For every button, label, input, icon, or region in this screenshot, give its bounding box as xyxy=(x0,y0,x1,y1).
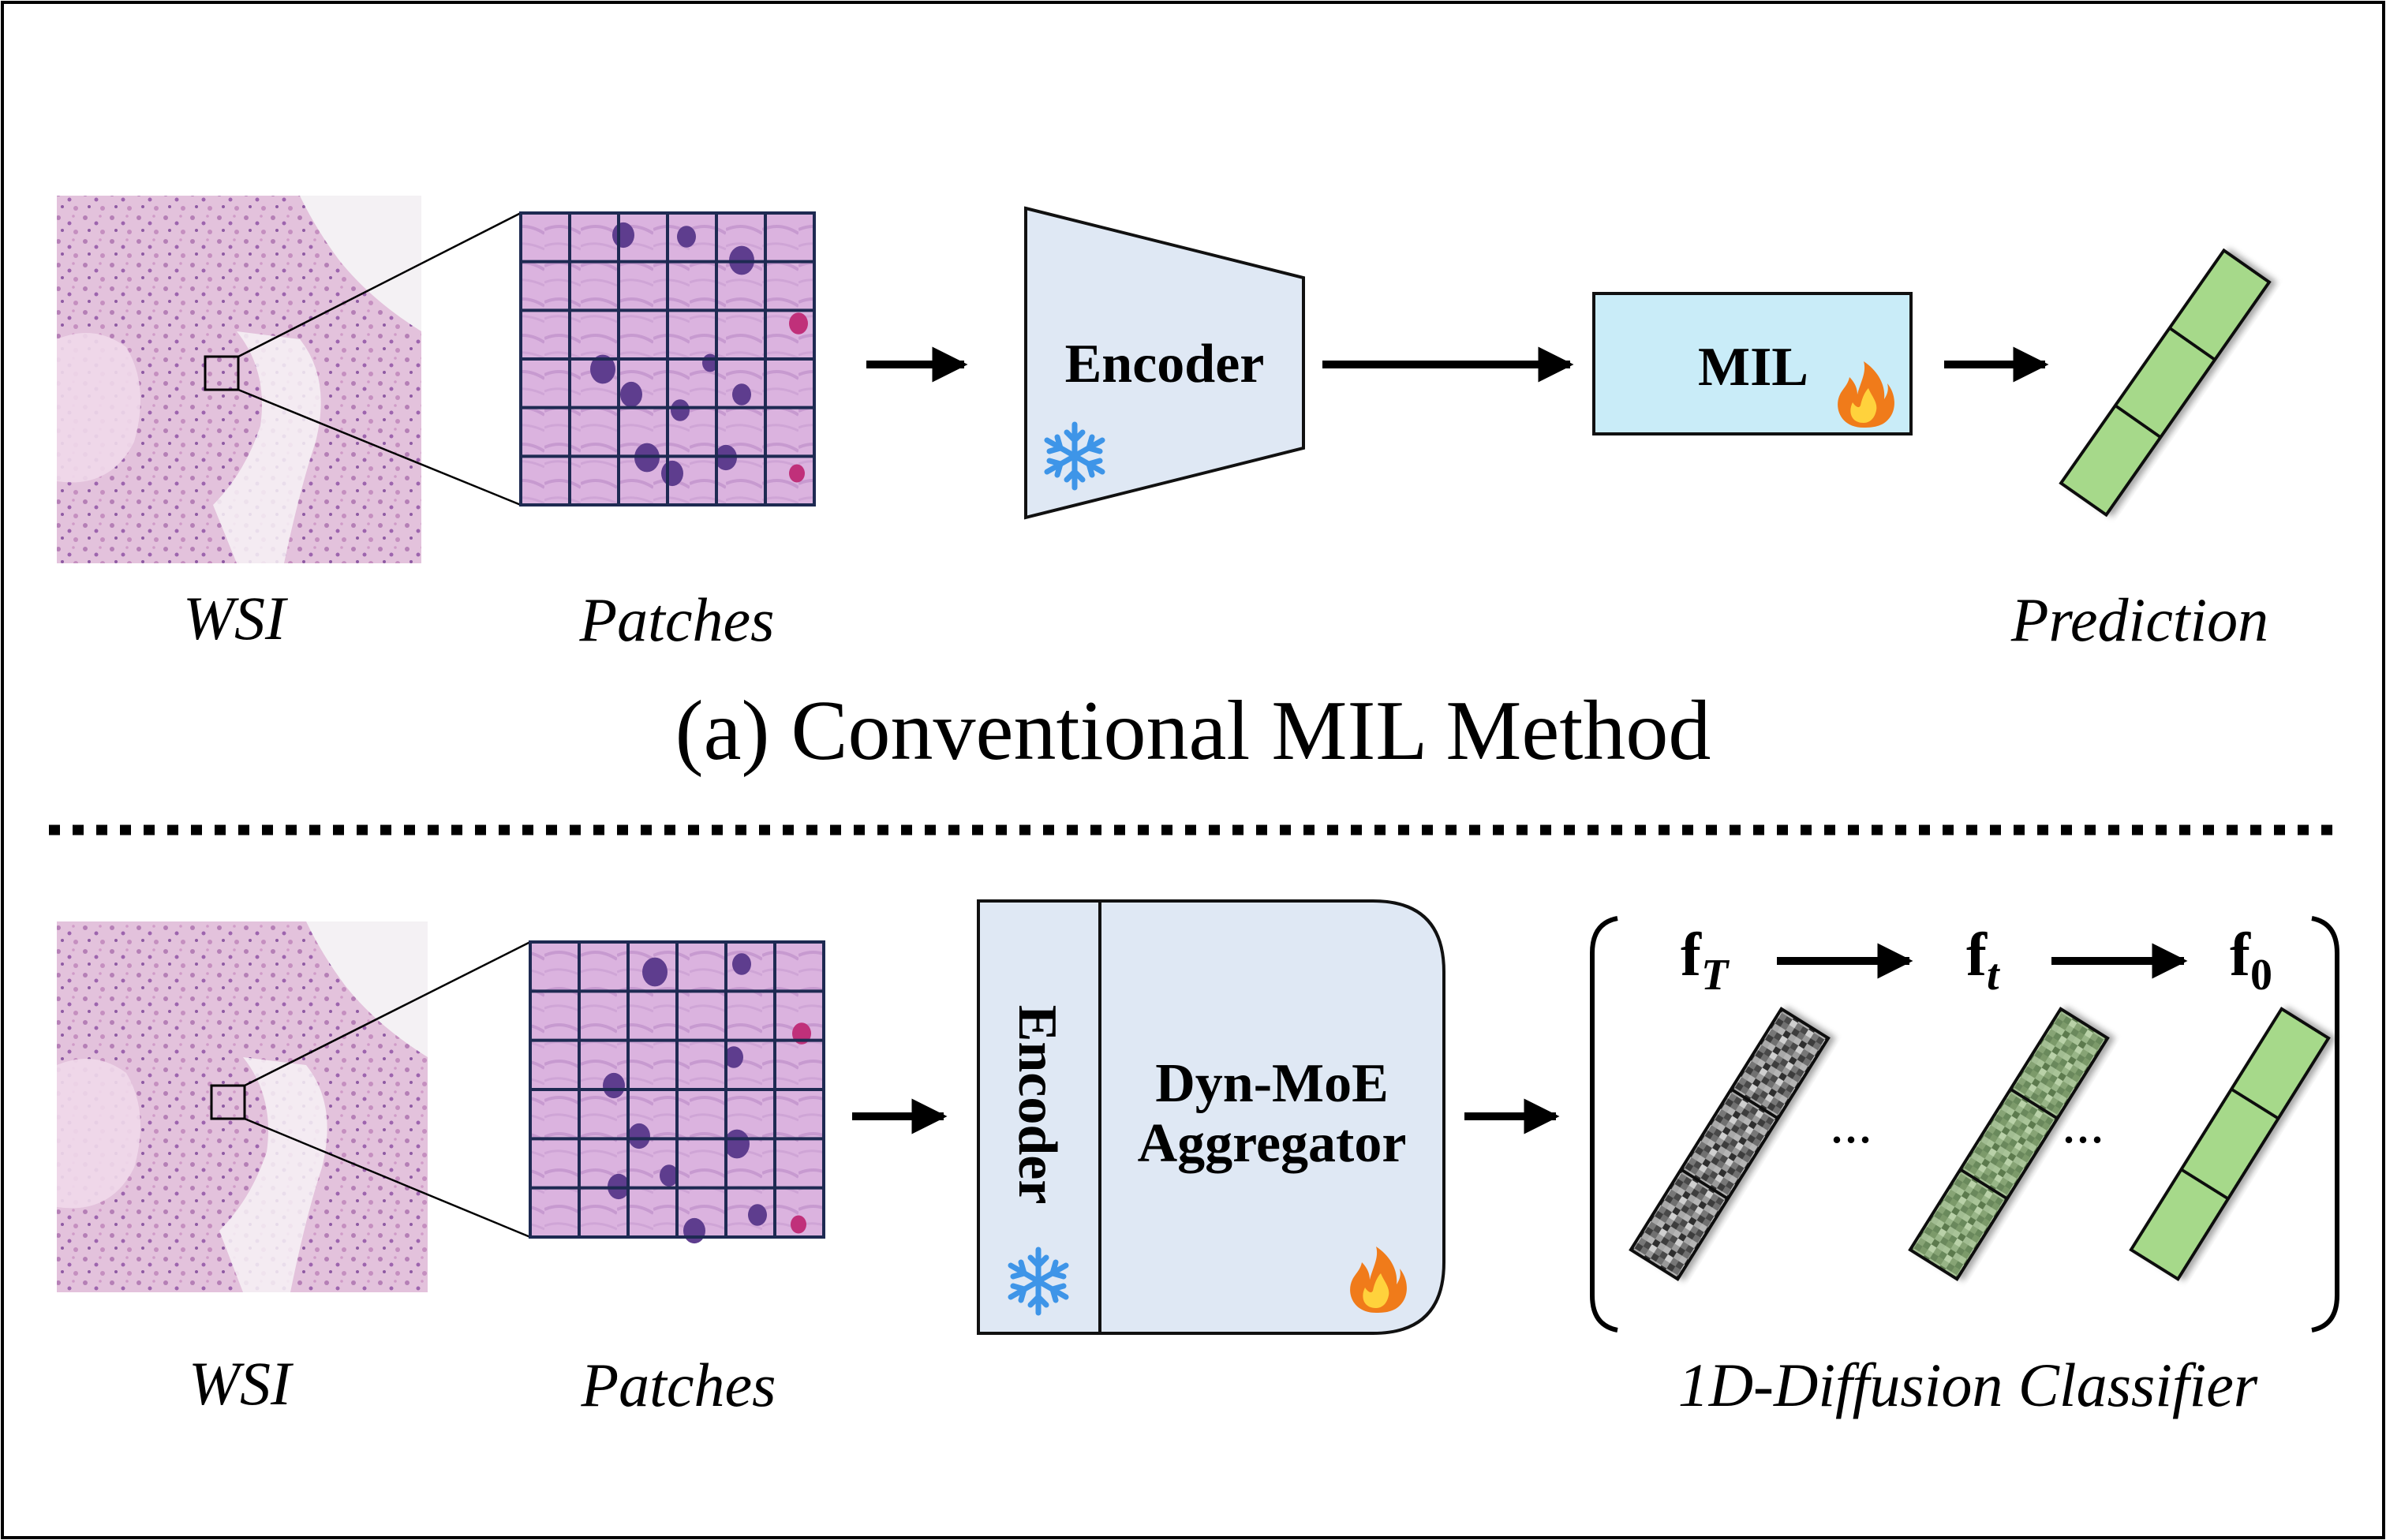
nucleus xyxy=(660,1164,679,1187)
nucleus xyxy=(789,312,808,335)
vector-f-t xyxy=(1908,1007,2110,1281)
ellipsis-1: ... xyxy=(1830,1092,1872,1155)
f-0-label: f0 xyxy=(2230,920,2272,1000)
prediction-vector xyxy=(2059,248,2272,518)
vector-f-0 xyxy=(2129,1007,2331,1281)
aggregator-label-line2: Aggregator xyxy=(1138,1113,1407,1174)
vector-f-T xyxy=(1629,1007,1831,1281)
fire-icon xyxy=(1350,1247,1407,1313)
encoder-aggregator-block: Encoder Dyn-MoE Aggregator xyxy=(977,899,1445,1335)
nucleus xyxy=(642,957,668,987)
zoom-line-upper xyxy=(244,940,531,1087)
nucleus xyxy=(628,1123,650,1149)
patch-grid xyxy=(529,940,825,1244)
wsi-image xyxy=(57,196,421,563)
mil-block: MIL xyxy=(1592,292,1913,435)
ellipsis-2: ... xyxy=(2062,1092,2104,1155)
zoom-box xyxy=(204,355,240,391)
wsi-label: WSI xyxy=(183,584,289,652)
wsi-label: WSI xyxy=(189,1349,294,1418)
nucleus xyxy=(677,226,696,248)
top-panel: WSI Patches Encoder xyxy=(57,196,2272,778)
nucleus xyxy=(683,1217,705,1244)
snowflake-icon xyxy=(1044,421,1105,491)
patches-label: Patches xyxy=(581,1351,776,1419)
nucleus xyxy=(789,464,805,483)
left-bracket xyxy=(1590,916,1618,1333)
nucleus xyxy=(748,1204,767,1226)
wsi-image xyxy=(57,921,428,1292)
nucleus xyxy=(732,383,751,406)
nucleus xyxy=(791,1215,806,1234)
f-t-label: ft xyxy=(1966,920,2000,1000)
aggregator-label-line1: Dyn-MoE xyxy=(1155,1053,1389,1114)
nucleus xyxy=(590,354,615,384)
nucleus xyxy=(612,222,634,249)
nucleus xyxy=(671,399,690,421)
bottom-panel: WSI Patches Encoder Dy xyxy=(57,899,2339,1419)
nucleus xyxy=(724,1046,743,1068)
right-bracket xyxy=(2311,916,2339,1333)
nucleus xyxy=(661,460,683,487)
mil-label: MIL xyxy=(1698,337,1808,398)
encoder-label: Encoder xyxy=(1065,334,1265,394)
patches-label: Patches xyxy=(579,585,775,654)
zoom-line-upper xyxy=(237,211,522,358)
f-T-label: fT xyxy=(1681,920,1730,1000)
snowflake-icon xyxy=(1008,1247,1069,1316)
grid-lines xyxy=(521,213,814,505)
encoder-label: Encoder xyxy=(1007,1005,1068,1205)
fire-icon xyxy=(1838,361,1894,428)
prediction-label: Prediction xyxy=(2010,585,2268,654)
zoom-line-lower xyxy=(244,1117,531,1239)
nucleus xyxy=(724,1129,750,1159)
classifier-label: 1D-Diffusion Classifier xyxy=(1678,1351,2258,1419)
zoom-line-lower xyxy=(237,388,522,506)
encoder-block: Encoder xyxy=(1024,206,1305,520)
nuclei xyxy=(590,222,808,487)
nucleus xyxy=(603,1072,625,1099)
panel-a-caption: (a) Conventional MIL Method xyxy=(675,684,1711,778)
zoom-box xyxy=(210,1084,246,1120)
nucleus xyxy=(732,953,751,975)
grid-lines xyxy=(530,942,824,1237)
patch-grid xyxy=(519,211,816,506)
nucleus xyxy=(620,381,642,408)
